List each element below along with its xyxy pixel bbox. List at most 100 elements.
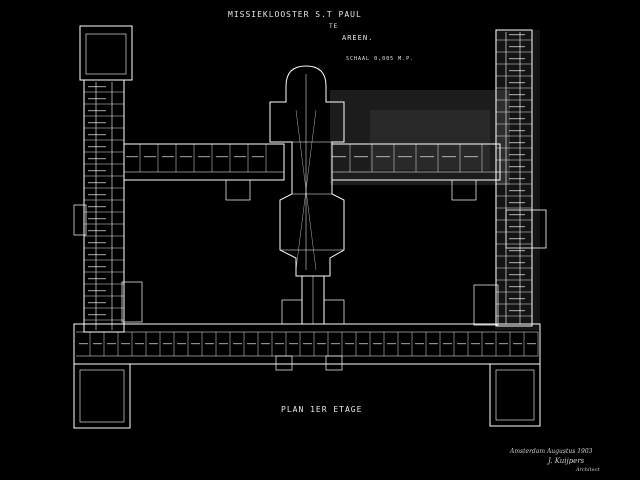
room-label-mark <box>398 156 412 158</box>
south-stair-west <box>275 355 293 371</box>
room-label-mark <box>88 242 106 244</box>
room-label-mark <box>126 156 138 158</box>
room-label-mark <box>107 343 116 345</box>
signature-role: Architect <box>576 467 600 473</box>
signature-date: Amsterdam Augustus 1903 <box>510 448 593 455</box>
room-label-mark <box>464 156 478 158</box>
room-label-mark <box>88 194 106 196</box>
room-label-mark <box>88 218 106 220</box>
room-label-mark <box>261 343 270 345</box>
room-label-mark <box>373 343 382 345</box>
room-label-mark <box>527 343 536 345</box>
signature-name: J. Kuijpers <box>548 457 585 465</box>
room-label-mark <box>149 343 158 345</box>
room-label-mark <box>247 343 256 345</box>
room-label-mark <box>135 343 144 345</box>
room-label-mark <box>88 314 106 316</box>
room-label-mark <box>420 156 434 158</box>
room-label-mark <box>509 226 525 228</box>
room-label-mark <box>252 156 264 158</box>
room-label-mark <box>88 110 106 112</box>
room-labels <box>79 34 536 345</box>
plan-scale: SCHAAL 0,005 M.P. <box>346 56 415 62</box>
room-label-mark <box>442 156 456 158</box>
south-stair-east <box>325 355 343 371</box>
room-label-mark <box>219 343 228 345</box>
room-label-mark <box>509 166 525 168</box>
room-label-mark <box>387 343 396 345</box>
room-label-mark <box>88 146 106 148</box>
room-label-mark <box>88 86 106 88</box>
room-label-mark <box>509 106 525 108</box>
room-label-mark <box>216 156 228 158</box>
room-label-mark <box>509 130 525 132</box>
room-label-mark <box>401 343 410 345</box>
room-label-mark <box>509 190 525 192</box>
room-label-mark <box>275 343 284 345</box>
room-label-mark <box>359 343 368 345</box>
stair-east <box>451 179 477 201</box>
room-label-mark <box>88 182 106 184</box>
room-label-mark <box>471 343 480 345</box>
room-label-mark <box>233 343 242 345</box>
room-label-mark <box>163 343 172 345</box>
room-label-mark <box>88 206 106 208</box>
west-wing-annex <box>73 204 87 236</box>
room-label-mark <box>509 82 525 84</box>
east-wing-stair <box>473 284 499 326</box>
room-label-mark <box>509 250 525 252</box>
chapel <box>269 65 345 277</box>
room-label-mark <box>509 154 525 156</box>
room-label-mark <box>443 343 452 345</box>
room-label-mark <box>509 262 525 264</box>
room-label-mark <box>88 278 106 280</box>
room-label-mark <box>509 94 525 96</box>
room-label-mark <box>509 310 525 312</box>
room-label-mark <box>509 58 525 60</box>
room-label-mark <box>509 238 525 240</box>
room-label-mark <box>509 70 525 72</box>
room-label-mark <box>509 202 525 204</box>
room-label-mark <box>162 156 174 158</box>
room-partitions <box>84 39 539 356</box>
room-label-mark <box>88 122 106 124</box>
room-label-mark <box>88 290 106 292</box>
room-label-mark <box>376 156 390 158</box>
room-label-mark <box>513 343 522 345</box>
room-label-mark <box>509 142 525 144</box>
plan-title-te: TE <box>329 23 339 30</box>
plan-floor-label: PLAN 1ER ETAGE <box>281 405 363 414</box>
room-label-mark <box>234 156 246 158</box>
room-label-mark <box>88 170 106 172</box>
north-corridor <box>123 143 285 181</box>
room-label-mark <box>93 343 102 345</box>
room-label-mark <box>509 286 525 288</box>
room-label-mark <box>180 156 192 158</box>
room-label-mark <box>88 266 106 268</box>
room-label-mark <box>289 343 298 345</box>
south-tower-east <box>489 363 541 427</box>
room-label-mark <box>205 343 214 345</box>
room-label-mark <box>345 343 354 345</box>
room-label-mark <box>88 230 106 232</box>
stair-west <box>225 179 251 201</box>
room-label-mark <box>509 118 525 120</box>
room-label-mark <box>88 254 106 256</box>
room-label-mark <box>457 343 466 345</box>
room-label-mark <box>88 98 106 100</box>
room-label-mark <box>509 274 525 276</box>
room-label-mark <box>331 343 340 345</box>
room-label-mark <box>509 178 525 180</box>
room-label-mark <box>88 158 106 160</box>
room-label-mark <box>509 34 525 36</box>
room-label-mark <box>499 343 508 345</box>
room-label-mark <box>79 343 88 345</box>
room-label-mark <box>354 156 368 158</box>
room-label-mark <box>144 156 156 158</box>
plan-place: AREEN. <box>342 34 374 42</box>
room-label-mark <box>429 343 438 345</box>
room-label-mark <box>88 134 106 136</box>
room-label-mark <box>88 302 106 304</box>
room-label-mark <box>121 343 130 345</box>
